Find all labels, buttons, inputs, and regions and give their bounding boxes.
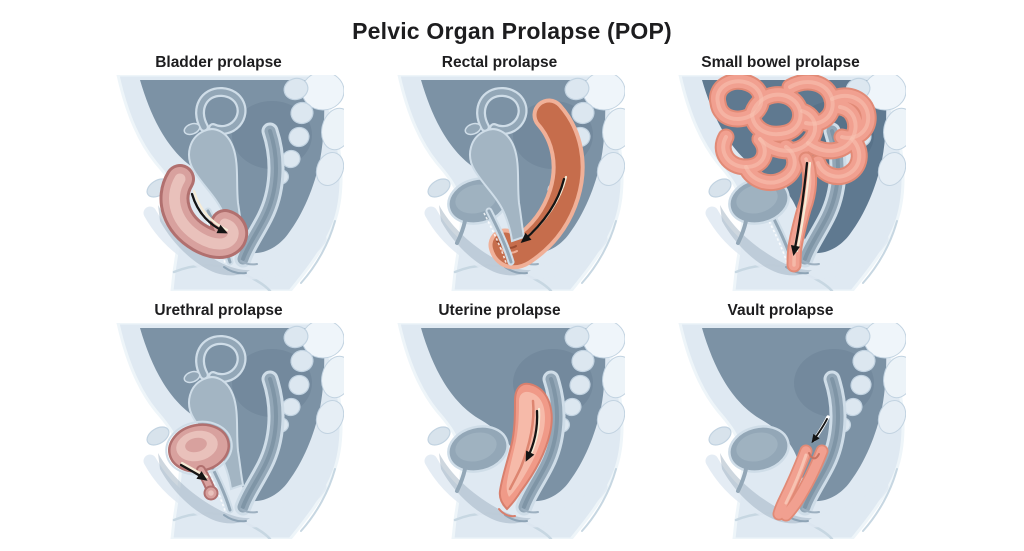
bladder <box>164 420 233 476</box>
panel-bladder-prolapse: Bladder prolapse <box>78 53 359 291</box>
prolapse-direction-arrow <box>525 407 540 462</box>
vault-prolapse-illustration <box>677 323 906 539</box>
pelvic-floor <box>157 453 250 524</box>
sacrum-and-spine-bones <box>265 75 344 197</box>
uterine-prolapse-illustration <box>396 323 625 539</box>
prolapsed-bladder <box>159 164 248 259</box>
rectum <box>796 370 847 516</box>
pubic-bone <box>707 178 732 198</box>
uterus <box>464 87 527 243</box>
pubic-bone <box>426 426 451 446</box>
prolapse-direction-arrow <box>811 415 830 444</box>
panel-rectal-prolapse: Rectal prolapse <box>359 53 640 291</box>
small-bowel-prolapse-illustration <box>677 75 906 291</box>
bladder-prolapse-illustration <box>115 75 344 291</box>
prolapse-direction-arrow <box>190 189 228 234</box>
prolapse-direction-arrow <box>179 461 208 481</box>
bladder <box>727 425 790 493</box>
panel-label-uterine: Uterine prolapse <box>438 302 561 319</box>
panel-label-small-bowel: Small bowel prolapse <box>701 54 860 71</box>
prolapse-direction-arrow <box>790 161 811 257</box>
panel-uterine-prolapse: Uterine prolapse <box>359 301 640 539</box>
sacrum-and-spine-bones <box>546 323 625 445</box>
urethral-prolapse-illustration <box>115 323 344 539</box>
pubic-bone <box>145 426 170 446</box>
rectum <box>515 370 566 516</box>
panel-label-vault: Vault prolapse <box>727 302 834 319</box>
panel-label-bladder: Bladder prolapse <box>155 54 282 71</box>
rectum <box>234 122 285 268</box>
pubic-bone <box>426 178 451 198</box>
prolapse-direction-arrow <box>520 175 567 244</box>
pubic-bone <box>707 426 732 446</box>
panel-small-bowel-prolapse: Small bowel prolapse <box>640 53 921 291</box>
vagina <box>482 207 514 266</box>
page-title: Pelvic Organ Prolapse (POP) <box>352 18 672 44</box>
panel-label-urethral: Urethral prolapse <box>154 302 283 319</box>
panel-vault-prolapse: Vault prolapse <box>640 301 921 539</box>
panel-urethral-prolapse: Urethral prolapse <box>78 301 359 539</box>
pelvic-floor <box>157 205 250 276</box>
panel-label-rectal: Rectal prolapse <box>441 54 558 71</box>
rectal-prolapse-illustration <box>396 75 625 291</box>
rectum <box>234 370 285 516</box>
bladder <box>446 425 509 493</box>
panels-grid: Bladder prolapse Rectal prolapse Small b… <box>78 53 921 539</box>
sacrum-and-spine-bones <box>827 323 906 445</box>
prolapsed-vaginal-vault <box>772 444 828 522</box>
